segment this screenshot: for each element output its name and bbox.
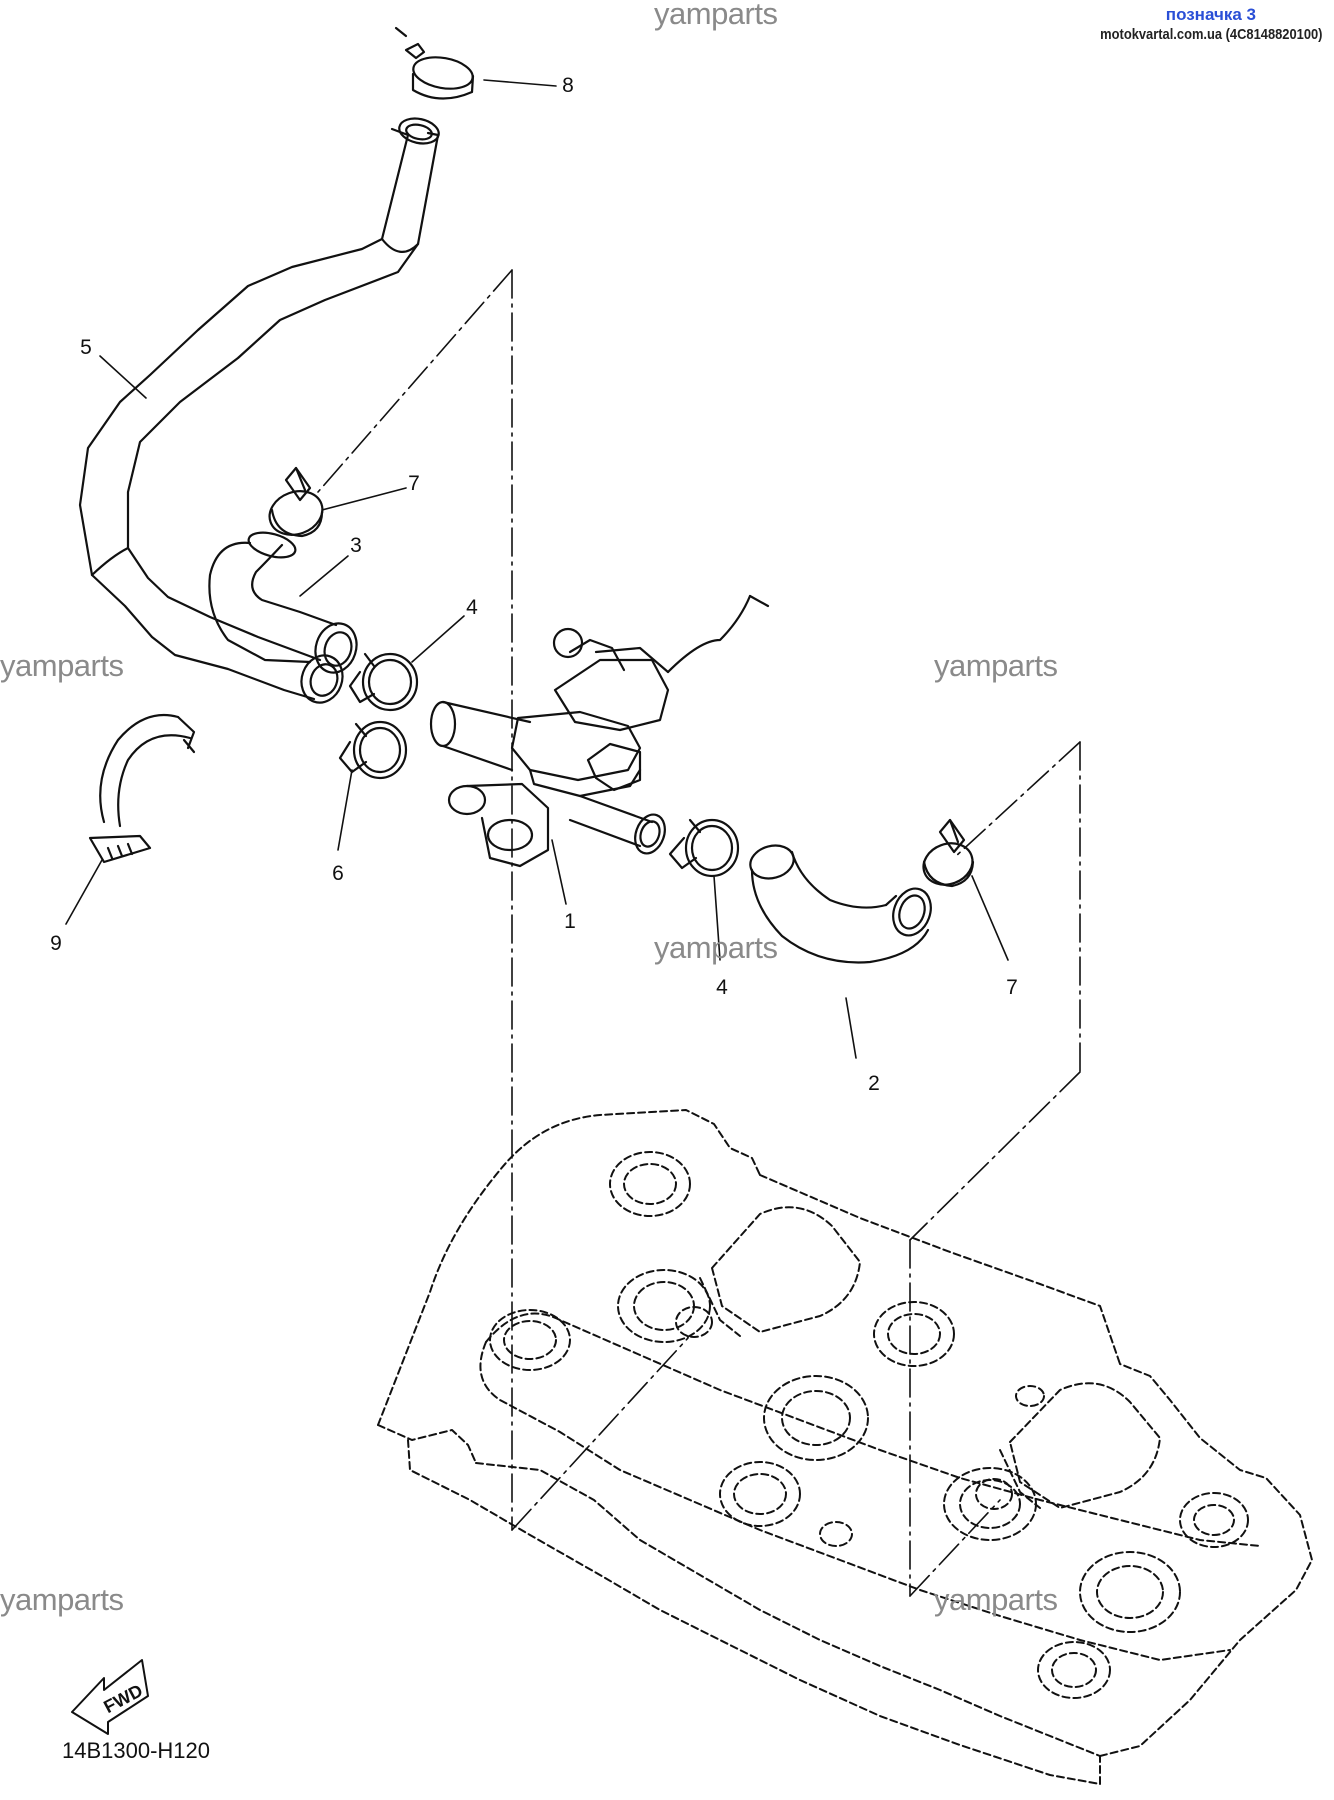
watermark: yamparts: [934, 648, 1058, 683]
clamp-8: [394, 26, 475, 100]
leader-lines: [65, 79, 1009, 1059]
clamp-4-left: [348, 652, 419, 712]
hose-2: [749, 844, 932, 964]
callout-6: 6: [332, 862, 344, 885]
watermark: yamparts: [654, 0, 778, 31]
watermark: yamparts: [0, 648, 124, 683]
hose-5: [78, 117, 440, 704]
callout-4: 4: [466, 596, 478, 619]
header-link[interactable]: позначка 3: [1165, 5, 1256, 24]
assembly-lines: [317, 269, 1081, 1597]
callout-7: 7: [408, 472, 420, 495]
watermark: yamparts: [654, 930, 778, 965]
band-9: [88, 713, 196, 864]
clamp-6: [338, 720, 408, 780]
clamp-7-upper: [268, 466, 324, 538]
cylinder-head-cover: [377, 1109, 1313, 1785]
callout-7: 7: [1006, 976, 1018, 999]
clamp-7-right: [922, 818, 975, 888]
reed-valve-1: [429, 594, 770, 868]
watermark: yamparts: [934, 1582, 1058, 1617]
watermark: yamparts: [0, 1582, 124, 1617]
callout-3: 3: [350, 534, 362, 557]
fwd-arrow-icon: [71, 1659, 149, 1735]
diagram-code: 14B1300-H120: [62, 1738, 211, 1763]
header-reference: motokvartal.com.ua (4C8148820100): [1099, 26, 1322, 43]
callout-4: 4: [716, 976, 728, 999]
callout-8: 8: [562, 74, 574, 97]
clamp-4-right: [668, 818, 740, 878]
callout-5: 5: [80, 336, 92, 359]
callout-9: 9: [50, 932, 62, 955]
hose-3: [208, 531, 358, 674]
callout-1: 1: [564, 910, 576, 933]
callout-2: 2: [868, 1072, 880, 1095]
